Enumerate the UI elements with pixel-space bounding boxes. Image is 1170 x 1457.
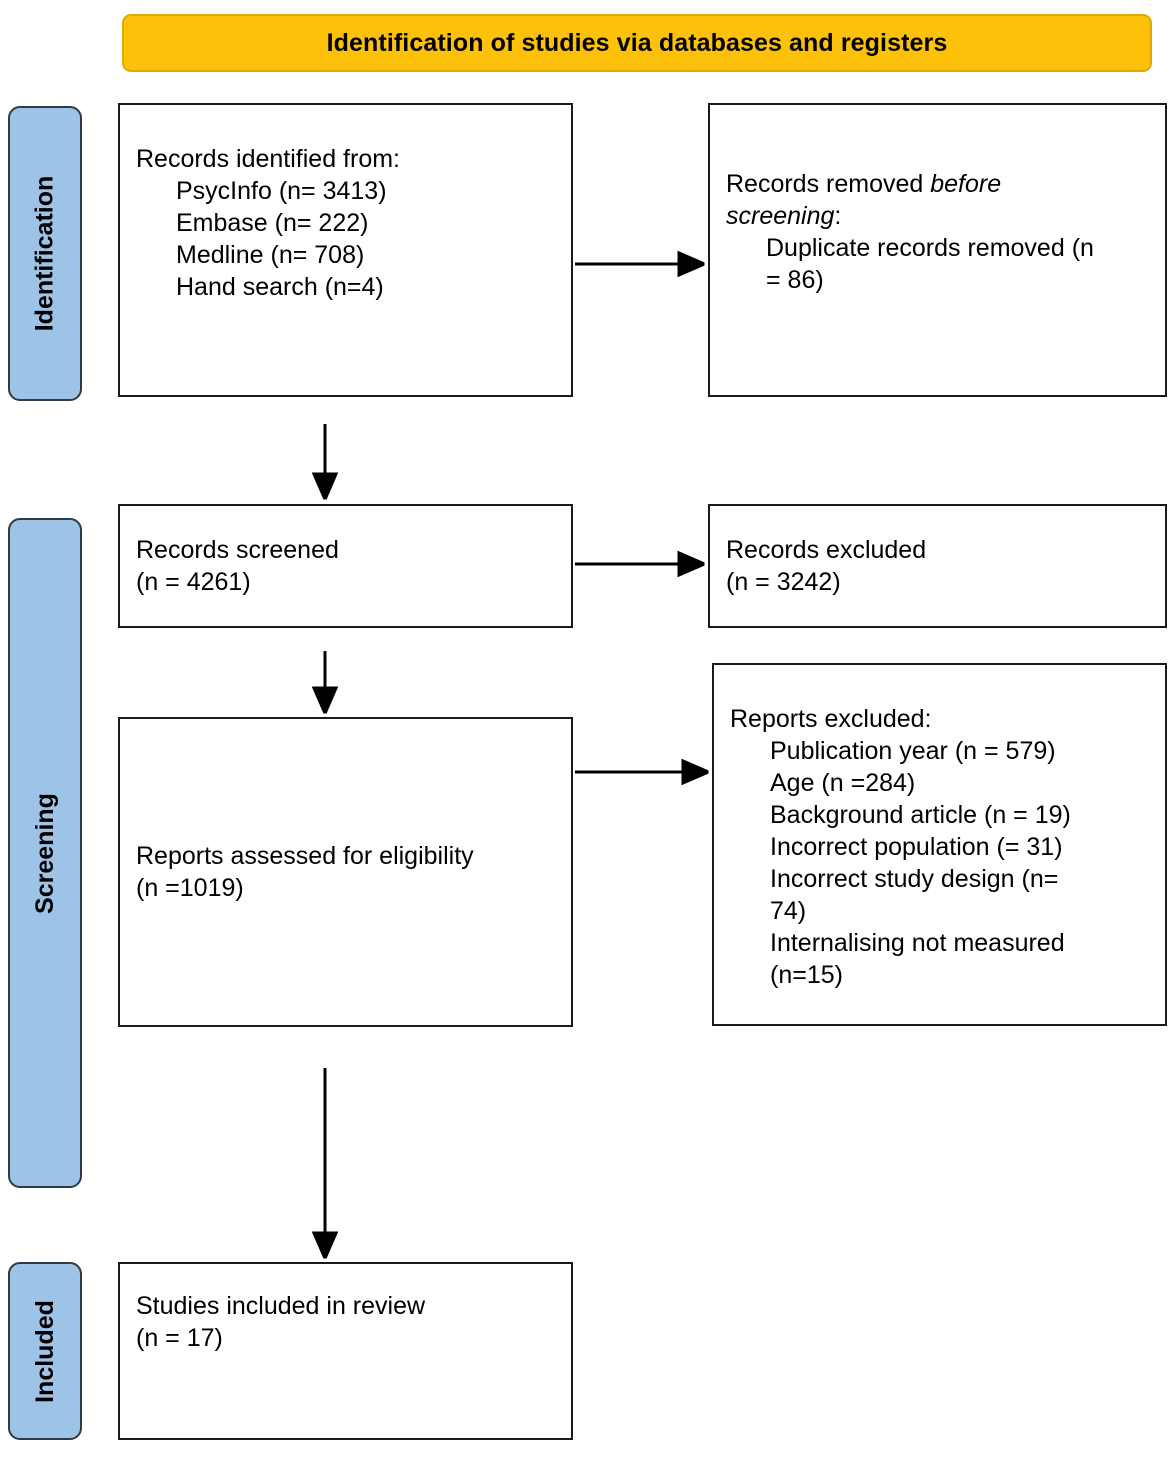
reports-eligibility-count: (n =1019): [136, 874, 244, 902]
box-reports-excluded: Reports excluded: Publication year (n = …: [712, 663, 1167, 1026]
reports-excluded-heading: Reports excluded:: [730, 705, 932, 733]
reports-excluded-reason-internalising-not-measured-cont: (n=15): [770, 961, 843, 989]
reports-excluded-reason-internalising-not-measured: Internalising not measured: [770, 929, 1065, 957]
records-excluded-label: Records excluded: [726, 536, 927, 564]
records-removed-duplicates-line1: Duplicate records removed (n: [766, 234, 1094, 262]
box-records-excluded: Records excluded (n = 3242): [708, 504, 1167, 628]
records-identified-heading: Records identified from:: [136, 145, 401, 173]
records-removed-heading-italic: before: [930, 170, 1002, 198]
reports-eligibility-label: Reports assessed for eligibility: [136, 842, 474, 870]
stage-label-included: Included: [8, 1262, 82, 1440]
records-identified-source-psycinfo: PsycInfo (n= 3413): [176, 177, 387, 205]
records-screened-label: Records screened: [136, 536, 339, 564]
records-removed-heading-italic2: screening: [726, 202, 835, 230]
stage-label-screening: Screening: [8, 518, 82, 1188]
stage-label-identification: Identification: [8, 106, 82, 401]
box-records-screened: Records screened (n = 4261): [118, 504, 573, 628]
records-removed-duplicates-line2: = 86): [766, 266, 824, 294]
records-removed-heading-line2: screening:: [726, 200, 1149, 232]
reports-excluded-reason-age: Age (n =284): [770, 769, 916, 797]
reports-excluded-reason-background-article: Background article (n = 19): [770, 801, 1071, 829]
records-identified-source-medline: Medline (n= 708): [176, 241, 365, 269]
records-identified-source-hand-search: Hand search (n=4): [176, 273, 384, 301]
records-excluded-count: (n = 3242): [726, 568, 841, 596]
identification-banner: Identification of studies via databases …: [122, 14, 1152, 72]
records-removed-heading-pre: Records removed: [726, 170, 931, 198]
records-identified-source-embase: Embase (n= 222): [176, 209, 369, 237]
records-removed-heading-line1: Records removed before: [726, 168, 1149, 200]
reports-excluded-reason-publication-year: Publication year (n = 579): [770, 737, 1056, 765]
studies-included-count: (n = 17): [136, 1324, 223, 1352]
box-records-identified: Records identified from: PsycInfo (n= 34…: [118, 103, 573, 397]
reports-excluded-reason-incorrect-study-design-cont: 74): [770, 897, 807, 925]
box-records-removed: Records removed before screening: Duplic…: [708, 103, 1167, 397]
records-removed-heading-colon: :: [834, 202, 842, 230]
reports-excluded-reason-incorrect-population: Incorrect population (= 31): [770, 833, 1063, 861]
studies-included-label: Studies included in review: [136, 1292, 426, 1320]
banner-title: Identification of studies via databases …: [326, 28, 948, 57]
box-studies-included: Studies included in review (n = 17): [118, 1262, 573, 1440]
records-screened-count: (n = 4261): [136, 568, 251, 596]
reports-excluded-reason-incorrect-study-design: Incorrect study design (n=: [770, 865, 1059, 893]
box-reports-assessed-eligibility: Reports assessed for eligibility (n =101…: [118, 717, 573, 1027]
